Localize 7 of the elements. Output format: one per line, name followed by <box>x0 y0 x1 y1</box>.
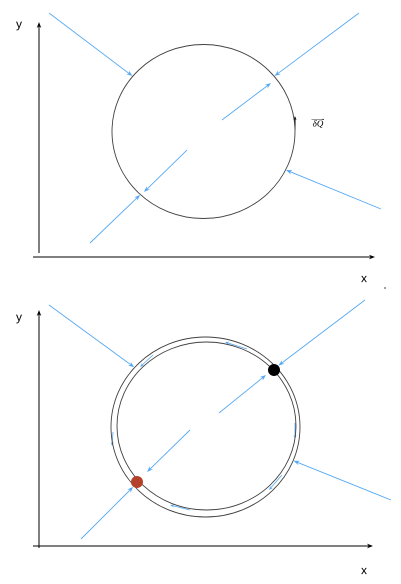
axis-label: x <box>361 276 367 282</box>
axis-label: . <box>384 287 386 289</box>
axis-label: y <box>16 22 22 30</box>
circle-outline <box>112 44 296 219</box>
quantity-label: δQ <box>311 118 324 128</box>
axis-label: x <box>361 568 367 574</box>
axis-label: y <box>16 314 22 324</box>
